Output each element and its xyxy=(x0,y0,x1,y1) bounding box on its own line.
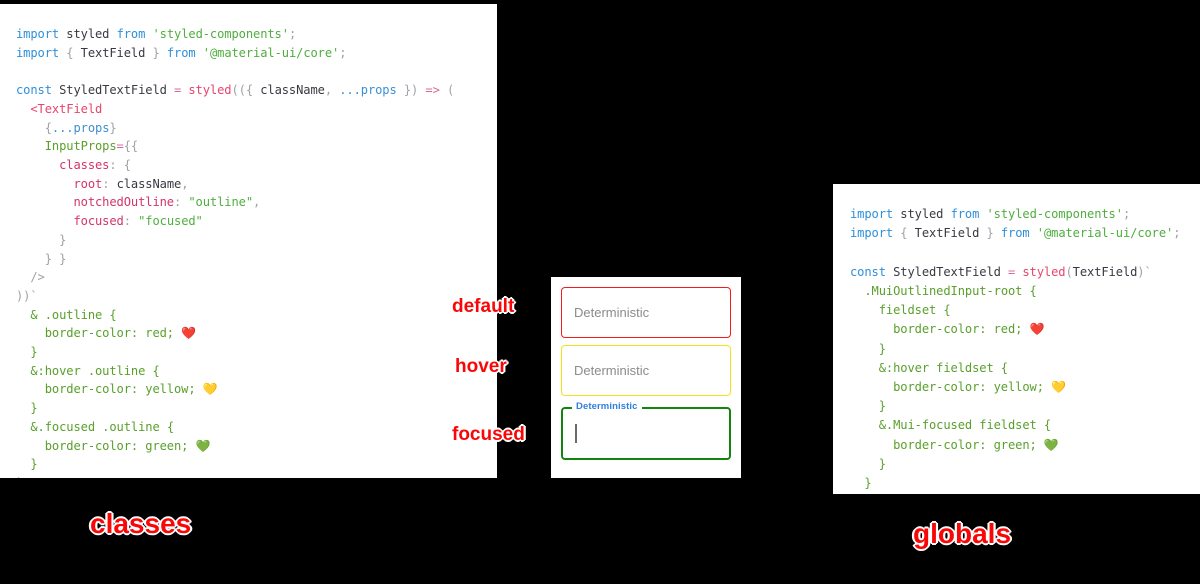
section-title-globals: globals xyxy=(913,518,1012,549)
code-text-globals: import styled from 'styled-components'; … xyxy=(850,207,1181,490)
callout-label-focused: focused xyxy=(452,424,525,445)
textfield-default-value: Deterministic xyxy=(574,305,650,320)
section-title-classes: classes xyxy=(90,508,192,539)
textfield-hover-value: Deterministic xyxy=(574,363,650,378)
callout-label-default: default xyxy=(452,296,515,317)
textfield-focused-label: Deterministic xyxy=(572,401,642,412)
textfield-hover[interactable]: Deterministic xyxy=(561,345,731,396)
text-caret xyxy=(575,424,577,443)
code-block-globals: import styled from 'styled-components'; … xyxy=(833,184,1200,494)
textfield-default[interactable]: Deterministic xyxy=(561,287,731,338)
textfield-focused[interactable]: Deterministic xyxy=(561,401,731,460)
textfield-demo-panel: Deterministic Deterministic Deterministi… xyxy=(551,277,741,478)
code-block-classes: import styled from 'styled-components'; … xyxy=(0,4,497,478)
code-text-classes: import styled from 'styled-components'; … xyxy=(16,27,455,478)
callout-label-hover: hover xyxy=(455,356,507,377)
